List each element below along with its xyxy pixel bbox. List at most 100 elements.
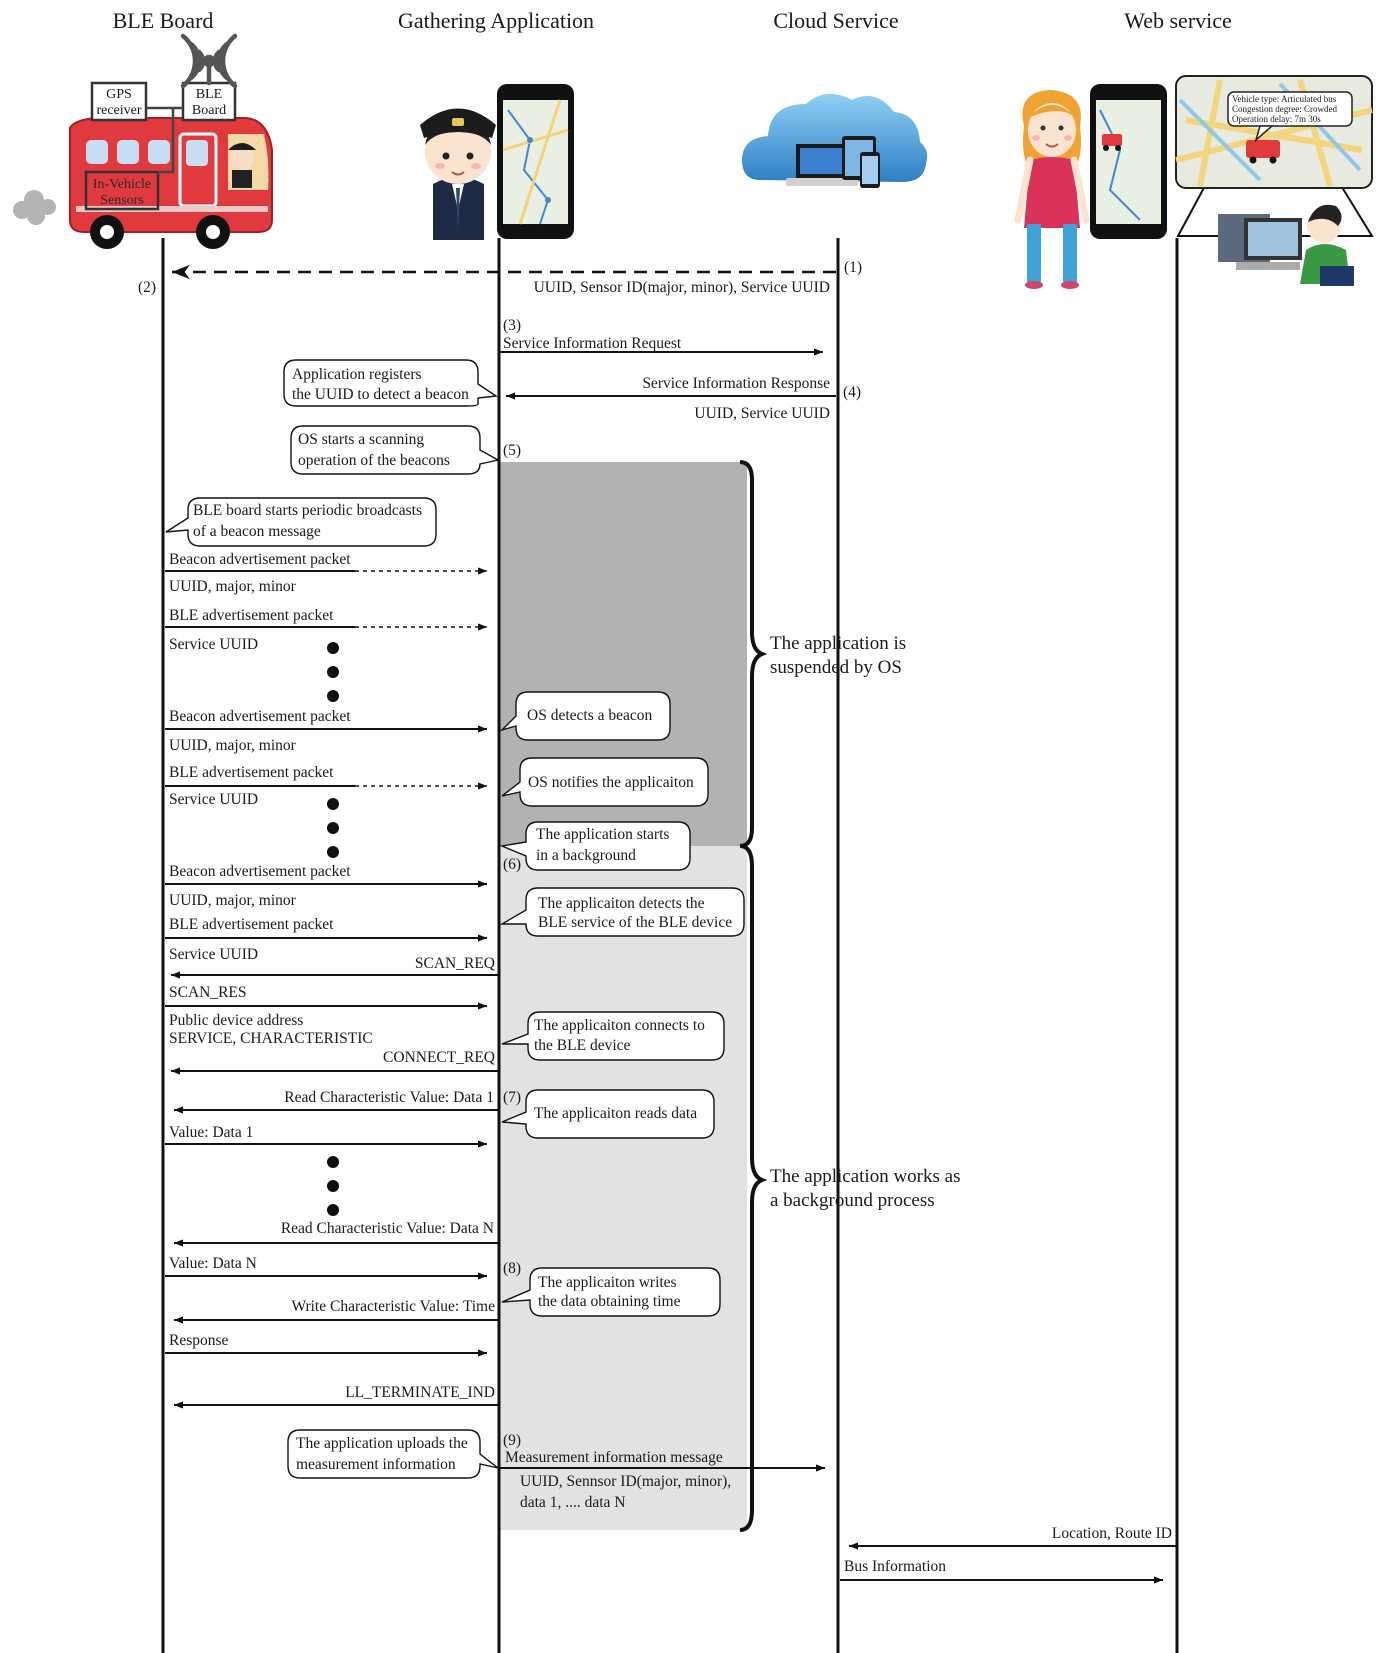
note-starts-bg-line-2: in a background — [536, 847, 636, 864]
smartphone-bus-map-icon — [1090, 84, 1167, 239]
note-uploads-line-1: The application uploads the — [296, 1435, 468, 1452]
msg-ble-adv-3: BLE advertisement packet — [169, 916, 334, 933]
msg-ble-adv-2: BLE advertisement packet — [169, 764, 334, 781]
phase-suspended-line-1: The application is — [770, 633, 906, 654]
smartphone-map-icon — [497, 84, 574, 239]
step-9: (9) — [503, 1432, 521, 1449]
sensors-label-2: Sensors — [100, 193, 144, 208]
step-1: (1) — [844, 259, 862, 276]
ble-board-label-1: BLE — [196, 87, 222, 102]
msg-ll-terminate: LL_TERMINATE_IND — [345, 1384, 495, 1401]
msg-value-data-1: Value: Data 1 — [169, 1124, 253, 1141]
msg-bus-information: Bus Information — [844, 1558, 946, 1575]
msg-uuid-major-minor-3: UUID, major, minor — [169, 892, 297, 909]
msg-write-time: Write Characteristic Value: Time — [291, 1298, 495, 1315]
note-broadcast: BLE board starts periodic broadcasts of … — [165, 497, 437, 547]
note-scanning-line-2: operation of the beacons — [298, 452, 450, 469]
background-region — [500, 846, 747, 1530]
msg-beacon-adv-2: Beacon advertisement packet — [169, 708, 351, 725]
header-ble-board: BLE Board — [113, 8, 214, 33]
ble-board-label-2: Board — [192, 103, 226, 118]
msg-measurement-params-2: data 1, .... data N — [520, 1494, 625, 1511]
msg-measurement: Measurement information message — [505, 1449, 723, 1466]
msg-ble-adv-1: BLE advertisement packet — [169, 607, 334, 624]
note-notify-line-1: OS notifies the applicaiton — [528, 774, 694, 791]
note-register: Application registers the UUID to detect… — [283, 359, 498, 407]
note-detects-service-line-2: BLE service of the BLE device — [538, 914, 732, 931]
note-writes-line-1: The applicaiton writes — [538, 1274, 677, 1291]
msg-beacon-adv-3: Beacon advertisement packet — [169, 863, 351, 880]
bus-driver-illustration — [420, 108, 496, 240]
step-2: (2) — [138, 279, 156, 296]
popup-congestion: Congestion degree: Crowded — [1232, 104, 1337, 114]
msg-read-data-n: Read Characteristic Value: Data N — [281, 1220, 494, 1237]
header-web: Web service — [1124, 8, 1232, 33]
msg-uuid-major-minor-2: UUID, major, minor — [169, 737, 297, 754]
msg-service-uuid-2: Service UUID — [169, 791, 258, 808]
step-6: (6) — [503, 856, 521, 873]
msg-value-data-n: Value: Data N — [169, 1255, 257, 1272]
gps-label-2: receiver — [96, 103, 141, 118]
note-starts-bg: The application starts in a background — [499, 821, 691, 871]
antenna-icon — [180, 33, 238, 89]
note-connects-line-2: the BLE device — [534, 1037, 631, 1054]
ellipsis-dots-3 — [327, 1156, 339, 1216]
note-register-line-1: Application registers — [292, 366, 422, 383]
msg-service-info-request: Service Information Request — [503, 335, 682, 352]
brace-background — [739, 844, 768, 1532]
popup-vehicle-type: Vehicle type: Articulated bus — [1232, 94, 1337, 104]
msg-measurement-params-1: UUID, Sennsor ID(major, minor), — [520, 1473, 731, 1490]
note-starts-bg-line-1: The application starts — [536, 826, 669, 843]
note-writes: The applicaiton writes the data obtainin… — [501, 1267, 721, 1317]
note-detect-line-1: OS detects a beacon — [527, 707, 652, 724]
passenger-illustration — [1014, 90, 1090, 289]
msg-public-address: Public device address — [169, 1012, 303, 1029]
note-reads-line-1: The applicaiton reads data — [534, 1105, 697, 1122]
step-7: (7) — [503, 1089, 521, 1106]
cloud-icon — [742, 93, 928, 188]
msg-scan-res: SCAN_RES — [169, 984, 247, 1001]
gps-label-1: GPS — [106, 87, 132, 102]
step-8: (8) — [503, 1260, 521, 1277]
msg-response: Response — [169, 1332, 229, 1349]
note-detect: OS detects a beacon — [499, 691, 671, 741]
note-register-line-2: the UUID to detect a beacon — [292, 386, 469, 403]
note-scanning: OS starts a scanning operation of the be… — [290, 425, 500, 475]
msg-location-route: Location, Route ID — [1052, 1525, 1172, 1542]
popup-delay: Operation delay: 7m 30s — [1232, 114, 1321, 124]
brace-suspended — [739, 460, 768, 848]
ellipsis-dots-1 — [327, 642, 339, 702]
phase-background-line-2: a background process — [770, 1190, 935, 1211]
map-popup: Vehicle type: Articulated bus Congestion… — [1175, 75, 1374, 237]
note-broadcast-line-2: of a beacon message — [193, 523, 321, 540]
sensors-label-1: In-Vehicle — [93, 177, 151, 192]
msg-service-info-response: Service Information Response — [642, 375, 830, 392]
phase-suspended-line-2: suspended by OS — [770, 657, 902, 678]
msg-uuid-service-uuid: UUID, Service UUID — [694, 405, 830, 422]
note-reads: The applicaiton reads data — [501, 1089, 715, 1139]
bus-illustration: GPS receiver BLE Board In-Vehicle Sensor… — [13, 33, 273, 249]
msg-scan-req: SCAN_REQ — [415, 955, 495, 972]
msg-service-characteristic: SERVICE, CHARACTERISTIC — [169, 1030, 373, 1047]
msg-read-data-1: Read Characteristic Value: Data 1 — [284, 1089, 494, 1106]
header-cloud: Cloud Service — [773, 8, 898, 33]
msg-connect-req: CONNECT_REQ — [383, 1049, 495, 1066]
step-3: (3) — [503, 317, 521, 334]
msg-uuid-major-minor-1: UUID, major, minor — [169, 578, 297, 595]
note-broadcast-line-1: BLE board starts periodic broadcasts — [193, 502, 422, 519]
gps-receiver-box — [90, 81, 148, 122]
msg-service-uuid-3: Service UUID — [169, 946, 258, 963]
note-connects: The applicaiton connects to the BLE devi… — [501, 1011, 725, 1061]
ble-board-box — [181, 81, 237, 122]
msg-beacon-adv-1: Beacon advertisement packet — [169, 551, 351, 568]
ellipsis-dots-2 — [327, 798, 339, 858]
msg-service-uuid-1: Service UUID — [169, 636, 258, 653]
note-detects-service: The applicaiton detects the BLE service … — [499, 887, 745, 937]
msg-config-ids: UUID, Sensor ID(major, minor), Service U… — [534, 279, 830, 296]
note-uploads: The application uploads the measurement … — [287, 1429, 499, 1479]
step-4: (4) — [843, 384, 861, 401]
note-scanning-line-1: OS starts a scanning — [298, 431, 424, 448]
note-detects-service-line-1: The applicaiton detects the — [538, 895, 705, 912]
